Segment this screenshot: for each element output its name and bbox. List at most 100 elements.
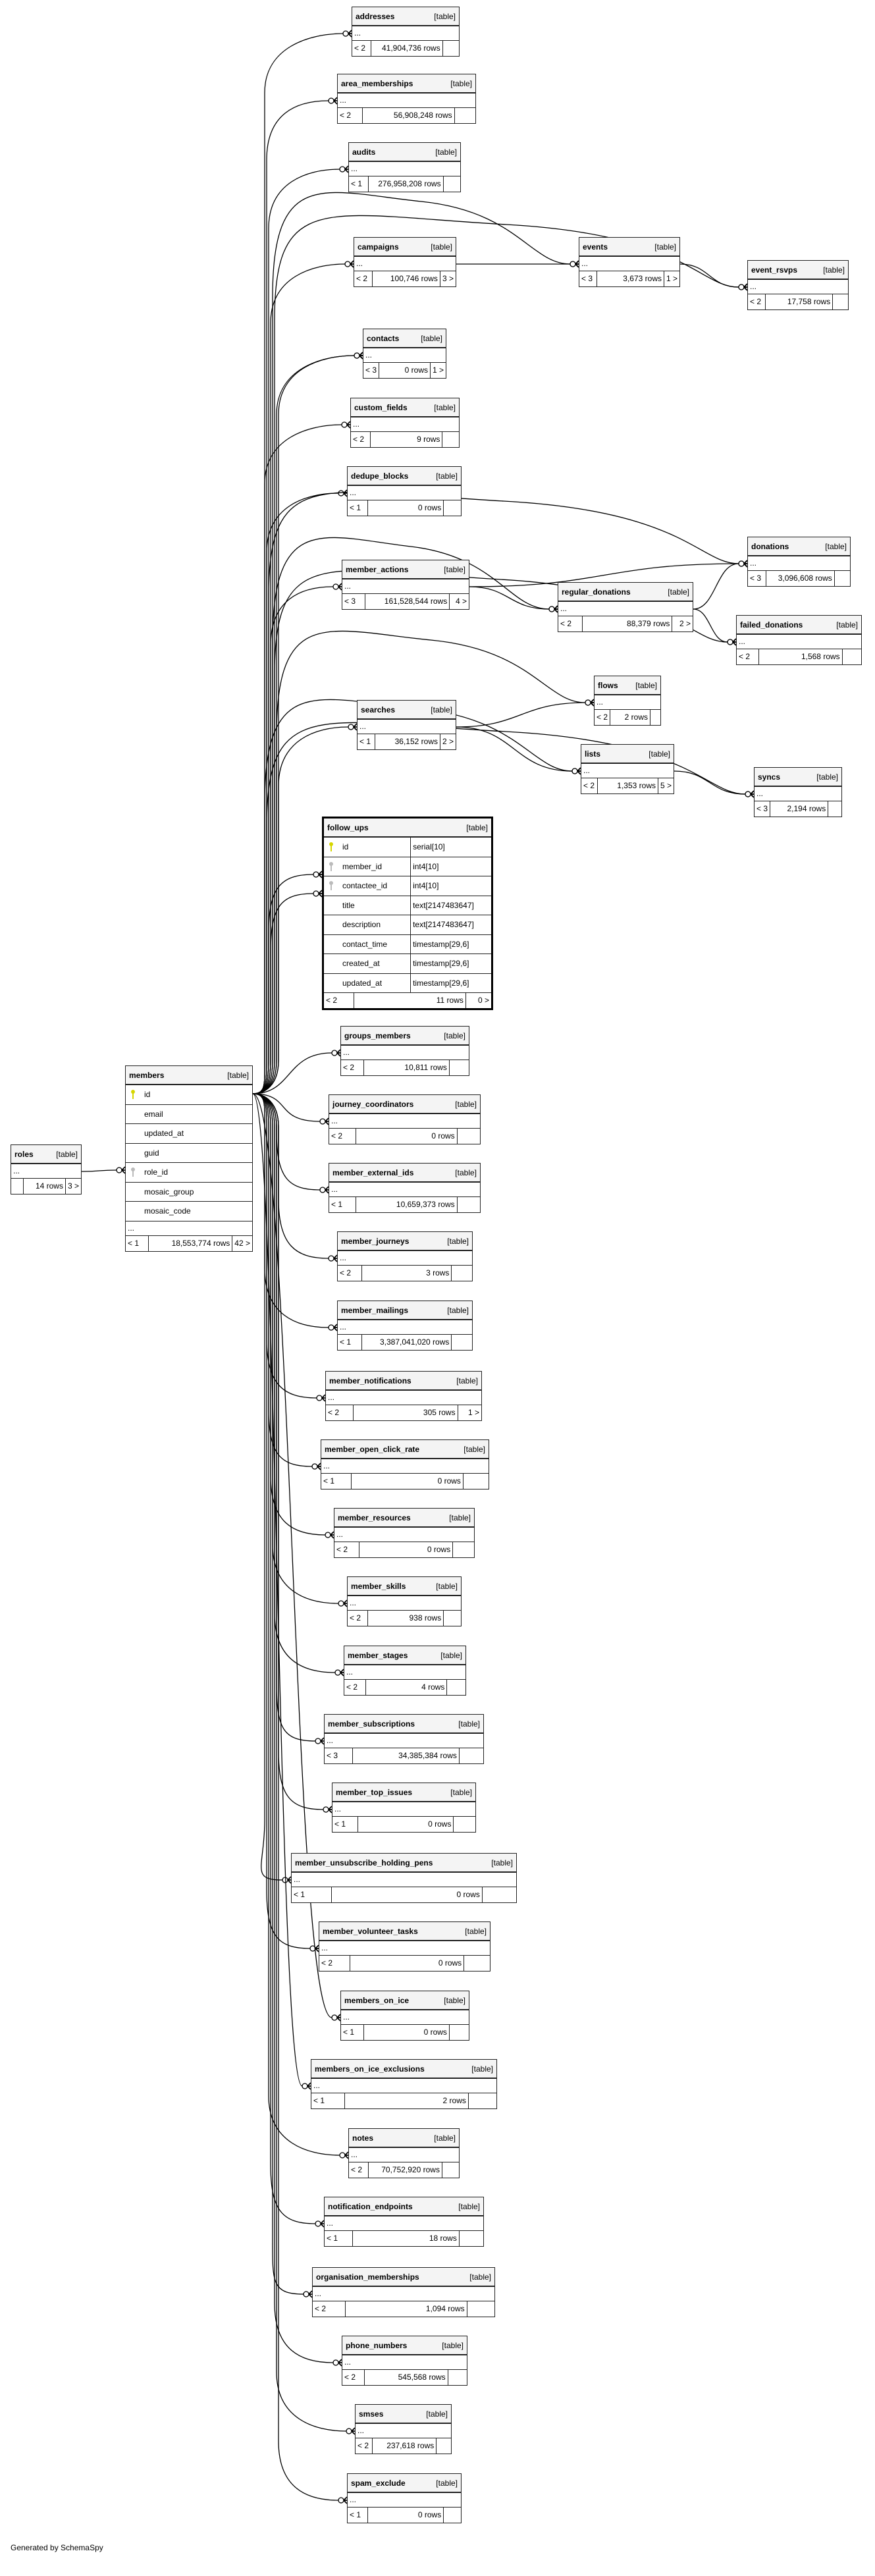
table-name[interactable]: roles — [14, 1149, 34, 1159]
table-name[interactable]: addresses — [356, 11, 395, 21]
table-name[interactable]: journey_coordinators — [332, 1099, 414, 1109]
children-link[interactable] — [452, 1266, 472, 1281]
children-link[interactable] — [453, 1542, 474, 1557]
collapsed-columns[interactable]: ... — [349, 162, 460, 176]
parents-link[interactable]: < 2 — [354, 271, 373, 286]
collapsed-columns[interactable]: ... — [329, 1114, 480, 1129]
table-event-rsvps[interactable]: event_rsvps [table]... < 2 17,758 rows — [747, 260, 849, 310]
table-campaigns[interactable]: campaigns [table]... < 2 100,746 rows 3 … — [354, 237, 456, 287]
column-row[interactable]: id — [126, 1085, 252, 1105]
parents-link[interactable]: < 2 — [356, 2438, 373, 2454]
table-smses[interactable]: smses [table]... < 2 237,618 rows — [355, 2404, 452, 2454]
table-name[interactable]: syncs — [758, 772, 781, 782]
collapsed-columns[interactable]: ... — [313, 2287, 494, 2301]
collapsed-columns[interactable]: ... — [363, 348, 446, 363]
children-link[interactable] — [444, 500, 461, 516]
children-link[interactable] — [443, 41, 459, 56]
parents-link[interactable]: < 1 — [348, 2508, 368, 2523]
table-name[interactable]: spam_exclude — [351, 2478, 406, 2488]
table-name[interactable]: member_skills — [351, 1581, 406, 1591]
table-roles[interactable]: roles [table]... 14 rows 3 > — [11, 1144, 82, 1194]
table-custom-fields[interactable]: custom_fields [table]... < 2 9 rows — [350, 398, 460, 448]
parents-link[interactable]: < 1 — [321, 1474, 352, 1489]
parents-link[interactable]: < 2 — [737, 649, 760, 664]
children-link[interactable] — [442, 432, 459, 447]
children-link[interactable] — [828, 801, 841, 817]
table-groups-members[interactable]: groups_members [table]... < 2 10,811 row… — [340, 1026, 469, 1076]
column-row[interactable]: updated_at timestamp[29,6] — [324, 973, 491, 993]
column-row[interactable]: id serial[10] — [324, 838, 491, 857]
table-name[interactable]: member_open_click_rate — [325, 1444, 420, 1454]
children-link[interactable]: 3 > — [67, 1181, 79, 1191]
table-member-actions[interactable]: member_actions [table]... < 3 161,528,54… — [342, 560, 469, 610]
table-member-mailings[interactable]: member_mailings [table]... < 1 3,387,041… — [337, 1301, 473, 1351]
parents-link[interactable] — [11, 1179, 24, 1194]
table-name[interactable]: area_memberships — [341, 78, 413, 88]
parents-link[interactable]: < 1 — [341, 2025, 364, 2040]
table-flows[interactable]: flows [table]... < 2 2 rows — [594, 676, 661, 726]
collapsed-columns[interactable]: ... — [319, 1941, 490, 1956]
table-name[interactable]: members_on_ice — [344, 1995, 410, 2005]
table-name[interactable]: lists — [585, 749, 601, 759]
parents-link[interactable]: < 3 — [342, 594, 365, 609]
more-columns[interactable]: ... — [126, 1221, 252, 1236]
parents-link[interactable]: < 1 — [332, 1817, 359, 1832]
children-link[interactable] — [454, 1817, 475, 1832]
children-link[interactable] — [843, 649, 861, 664]
parents-link[interactable]: < 2 — [351, 432, 371, 447]
table-name[interactable]: member_journeys — [341, 1236, 410, 1246]
collapsed-columns[interactable]: ... — [292, 1873, 516, 1887]
table-name[interactable]: events — [583, 242, 608, 252]
children-link[interactable] — [460, 2231, 483, 2246]
column-row[interactable]: created_at timestamp[29,6] — [324, 954, 491, 974]
column-row[interactable]: guid — [126, 1144, 252, 1163]
table-member-skills[interactable]: member_skills [table]... < 2 938 rows — [347, 1576, 462, 1626]
table-member-top-issues[interactable]: member_top_issues [table]... < 1 0 rows — [332, 1783, 476, 1833]
children-link[interactable]: 1 > — [666, 274, 677, 283]
table-name[interactable]: notes — [352, 2133, 374, 2143]
table-member-notifications[interactable]: member_notifications [table]... < 2 305 … — [325, 1371, 482, 1421]
table-name[interactable]: flows — [598, 680, 618, 690]
collapsed-columns[interactable]: ... — [737, 635, 861, 649]
table-phone-numbers[interactable]: phone_numbers [table]... < 2 545,568 row… — [342, 2336, 467, 2386]
parents-link[interactable]: < 3 — [325, 1748, 354, 1763]
parents-link[interactable]: < 2 — [342, 2370, 365, 2385]
table-name[interactable]: failed_donations — [740, 620, 803, 630]
table-follow-ups[interactable]: follow_ups [table] id serial[10] member_… — [322, 817, 493, 1010]
table-name[interactable]: follow_ups — [327, 822, 369, 832]
column-row[interactable]: contact_time timestamp[29,6] — [324, 934, 491, 954]
table-searches[interactable]: searches [table]... < 1 36,152 rows 2 > — [357, 700, 456, 750]
table-name[interactable]: donations — [751, 541, 789, 551]
children-link[interactable] — [442, 2162, 459, 2178]
children-link[interactable] — [437, 2438, 451, 2454]
table-name[interactable]: groups_members — [344, 1031, 411, 1040]
table-events[interactable]: events [table]... < 3 3,673 rows 1 > — [579, 237, 680, 287]
children-link[interactable] — [452, 1335, 472, 1350]
collapsed-columns[interactable]: ... — [354, 257, 456, 271]
table-name[interactable]: phone_numbers — [346, 2340, 408, 2350]
parents-link[interactable]: < 2 — [349, 2162, 369, 2178]
parents-link[interactable]: < 2 — [595, 710, 611, 725]
table-notification-endpoints[interactable]: notification_endpoints [table]... < 1 18… — [324, 2197, 484, 2247]
parents-link[interactable]: < 1 — [126, 1235, 149, 1251]
table-name[interactable]: audits — [352, 147, 376, 157]
column-row[interactable]: email — [126, 1105, 252, 1124]
parents-link[interactable]: < 1 — [349, 176, 369, 192]
table-name[interactable]: notification_endpoints — [328, 2201, 413, 2211]
table-name[interactable]: searches — [361, 705, 396, 714]
table-lists[interactable]: lists [table]... < 2 1,353 rows 5 > — [581, 744, 674, 794]
column-row[interactable]: updated_at — [126, 1124, 252, 1144]
table-name[interactable]: dedupe_blocks — [351, 471, 409, 481]
table-name[interactable]: member_subscriptions — [328, 1719, 415, 1729]
children-link[interactable]: 1 > — [432, 365, 444, 375]
table-journey-coordinators[interactable]: journey_coordinators [table]... < 2 0 ro… — [329, 1094, 481, 1144]
collapsed-columns[interactable]: ... — [329, 1183, 480, 1197]
table-member-open-click-rate[interactable]: member_open_click_rate [table]... < 1 0 … — [321, 1439, 489, 1489]
parents-link[interactable]: < 2 — [338, 108, 363, 123]
children-link[interactable] — [444, 1611, 461, 1626]
collapsed-columns[interactable]: ... — [326, 1391, 481, 1405]
children-link[interactable] — [448, 2370, 467, 2385]
collapsed-columns[interactable]: ... — [351, 417, 459, 432]
parents-link[interactable]: < 2 — [352, 41, 372, 56]
children-link[interactable] — [464, 1474, 489, 1489]
